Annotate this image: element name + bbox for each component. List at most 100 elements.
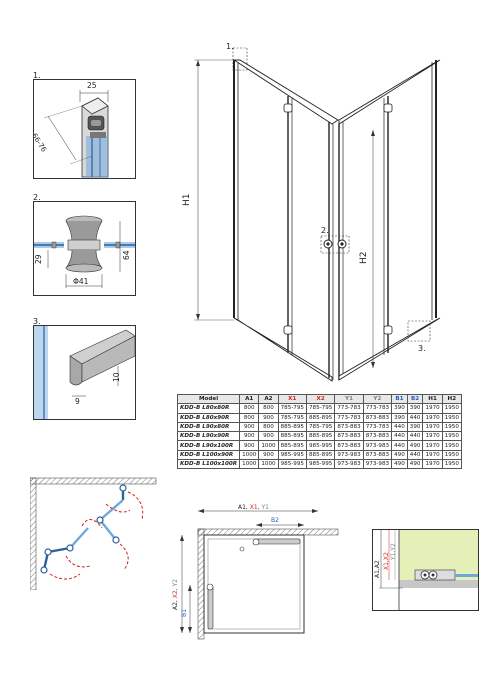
plan-b1-label: B1 (181, 609, 188, 617)
table-cell: 900 (258, 412, 279, 423)
table-cell: 973-983 (334, 459, 364, 470)
door-swing-diagram (30, 477, 157, 590)
table-cell: 800 (239, 403, 260, 414)
table-cell: 490 (391, 449, 408, 461)
detail-2-index: 2. (33, 193, 41, 202)
detail-3-dim-10: 10 (112, 372, 121, 382)
table-cell: 440 (406, 431, 424, 442)
table-cell: 1970 (422, 412, 443, 423)
table-cell: 1950 (441, 412, 462, 423)
table-cell: 1000 (258, 440, 279, 451)
table-cell: 1950 (441, 421, 462, 433)
table-cell: 1950 (441, 459, 462, 470)
callout-3: 3. (418, 344, 426, 353)
detail-3-index: 3. (33, 317, 41, 326)
table-cell: 785-795 (305, 421, 336, 433)
table-cell: 440 (406, 449, 424, 461)
table-cell: 1970 (422, 440, 443, 451)
table-cell: 1000 (239, 459, 260, 470)
col-header: H1 (422, 393, 443, 405)
table-cell: 440 (406, 412, 424, 423)
table-cell: 900 (258, 431, 279, 442)
spec-table: Model A1 A2 X1 X2 Y1 Y2 B1 B2 H1 H2 KDD-… (176, 393, 462, 470)
table-cell: 390 (391, 403, 408, 414)
model-cell: KDD-B L90x90R (176, 431, 241, 442)
detail-3-drawing (34, 326, 135, 419)
table-cell: 885-895 (305, 449, 336, 461)
col-header: X1 (277, 393, 307, 405)
callout-1: 1. (226, 42, 234, 51)
col-header: H2 (441, 393, 462, 405)
detail-1-index: 1. (33, 71, 41, 80)
table-cell: 1000 (239, 449, 260, 461)
detail-2-drawing (34, 215, 135, 288)
detail-1-drawing (43, 90, 109, 178)
section-a-label: A1,A2 (374, 560, 381, 578)
table-cell: 490 (406, 440, 424, 451)
table-cell: 490 (391, 459, 408, 470)
col-header: X2 (305, 393, 336, 405)
table-cell: 1950 (441, 440, 462, 451)
detail-3-panel: 10 9 (33, 325, 136, 420)
detail-2-dim-29: 29 (34, 254, 43, 264)
section-detail-panel: A1,A2 X1,X2 Y1,Y2 (372, 529, 479, 611)
table-cell: 973-983 (334, 449, 364, 461)
col-header: B2 (406, 393, 424, 405)
table-cell: 440 (391, 440, 408, 451)
table-cell: 390 (406, 403, 424, 414)
section-y-label: Y1,Y2 (390, 543, 397, 560)
table-header-row: Model A1 A2 X1 X2 Y1 Y2 B1 B2 H1 H2 (176, 393, 462, 405)
detail-2-panel: 29 Φ41 64 (33, 201, 136, 296)
table-cell: 885-895 (277, 431, 307, 442)
table-cell: 773-783 (334, 403, 364, 414)
table-cell: 1970 (422, 403, 443, 414)
table-cell: 1970 (422, 431, 443, 442)
table-cell: 1970 (422, 421, 443, 433)
table-cell: 900 (258, 449, 279, 461)
plan-left-y2: Y2 (172, 579, 179, 587)
detail-2-dim-diameter: Φ41 (73, 277, 89, 286)
table-cell: 390 (391, 412, 408, 423)
plan-left-x2: X2, (172, 586, 179, 599)
table-cell: 440 (391, 431, 408, 442)
plan-b2-label: B2 (271, 517, 279, 524)
col-header: A2 (258, 393, 279, 405)
detail-2-dim-64: 64 (122, 250, 131, 260)
detail-1-panel: 25 66-76 (33, 79, 136, 179)
model-cell: KDD-B L100x90R (176, 449, 241, 461)
table-cell: 873-883 (334, 421, 364, 433)
table-cell: 985-995 (277, 459, 307, 470)
table-cell: 973-983 (362, 459, 393, 470)
table-cell: 900 (239, 440, 260, 451)
table-cell: 973-983 (362, 440, 393, 451)
table-cell: 773-783 (362, 421, 393, 433)
table-cell: 785-795 (277, 412, 307, 423)
col-header: Y2 (362, 393, 393, 405)
table-cell: 800 (239, 412, 260, 423)
detail-1-dim-25: 25 (87, 81, 97, 90)
model-cell: KDD-B L100x100R (176, 459, 241, 470)
table-cell: 785-795 (277, 403, 307, 414)
table-cell: 800 (258, 403, 279, 414)
table-cell: 885-895 (277, 421, 307, 433)
col-header: B1 (391, 393, 408, 405)
table-cell: 873-883 (362, 431, 393, 442)
table-cell: 490 (406, 459, 424, 470)
table-cell: 873-883 (334, 431, 364, 442)
table-cell: 885-895 (277, 440, 307, 451)
table-cell: 873-883 (362, 449, 393, 461)
section-detail-drawing (379, 530, 478, 610)
table-cell: 885-895 (305, 412, 336, 423)
table-cell: 390 (406, 421, 424, 433)
table-cell: 773-783 (334, 412, 364, 423)
table-cell: 1000 (258, 459, 279, 470)
plan-left-dim: A2, X2, Y2 (172, 579, 179, 610)
table-cell: 1950 (441, 449, 462, 461)
